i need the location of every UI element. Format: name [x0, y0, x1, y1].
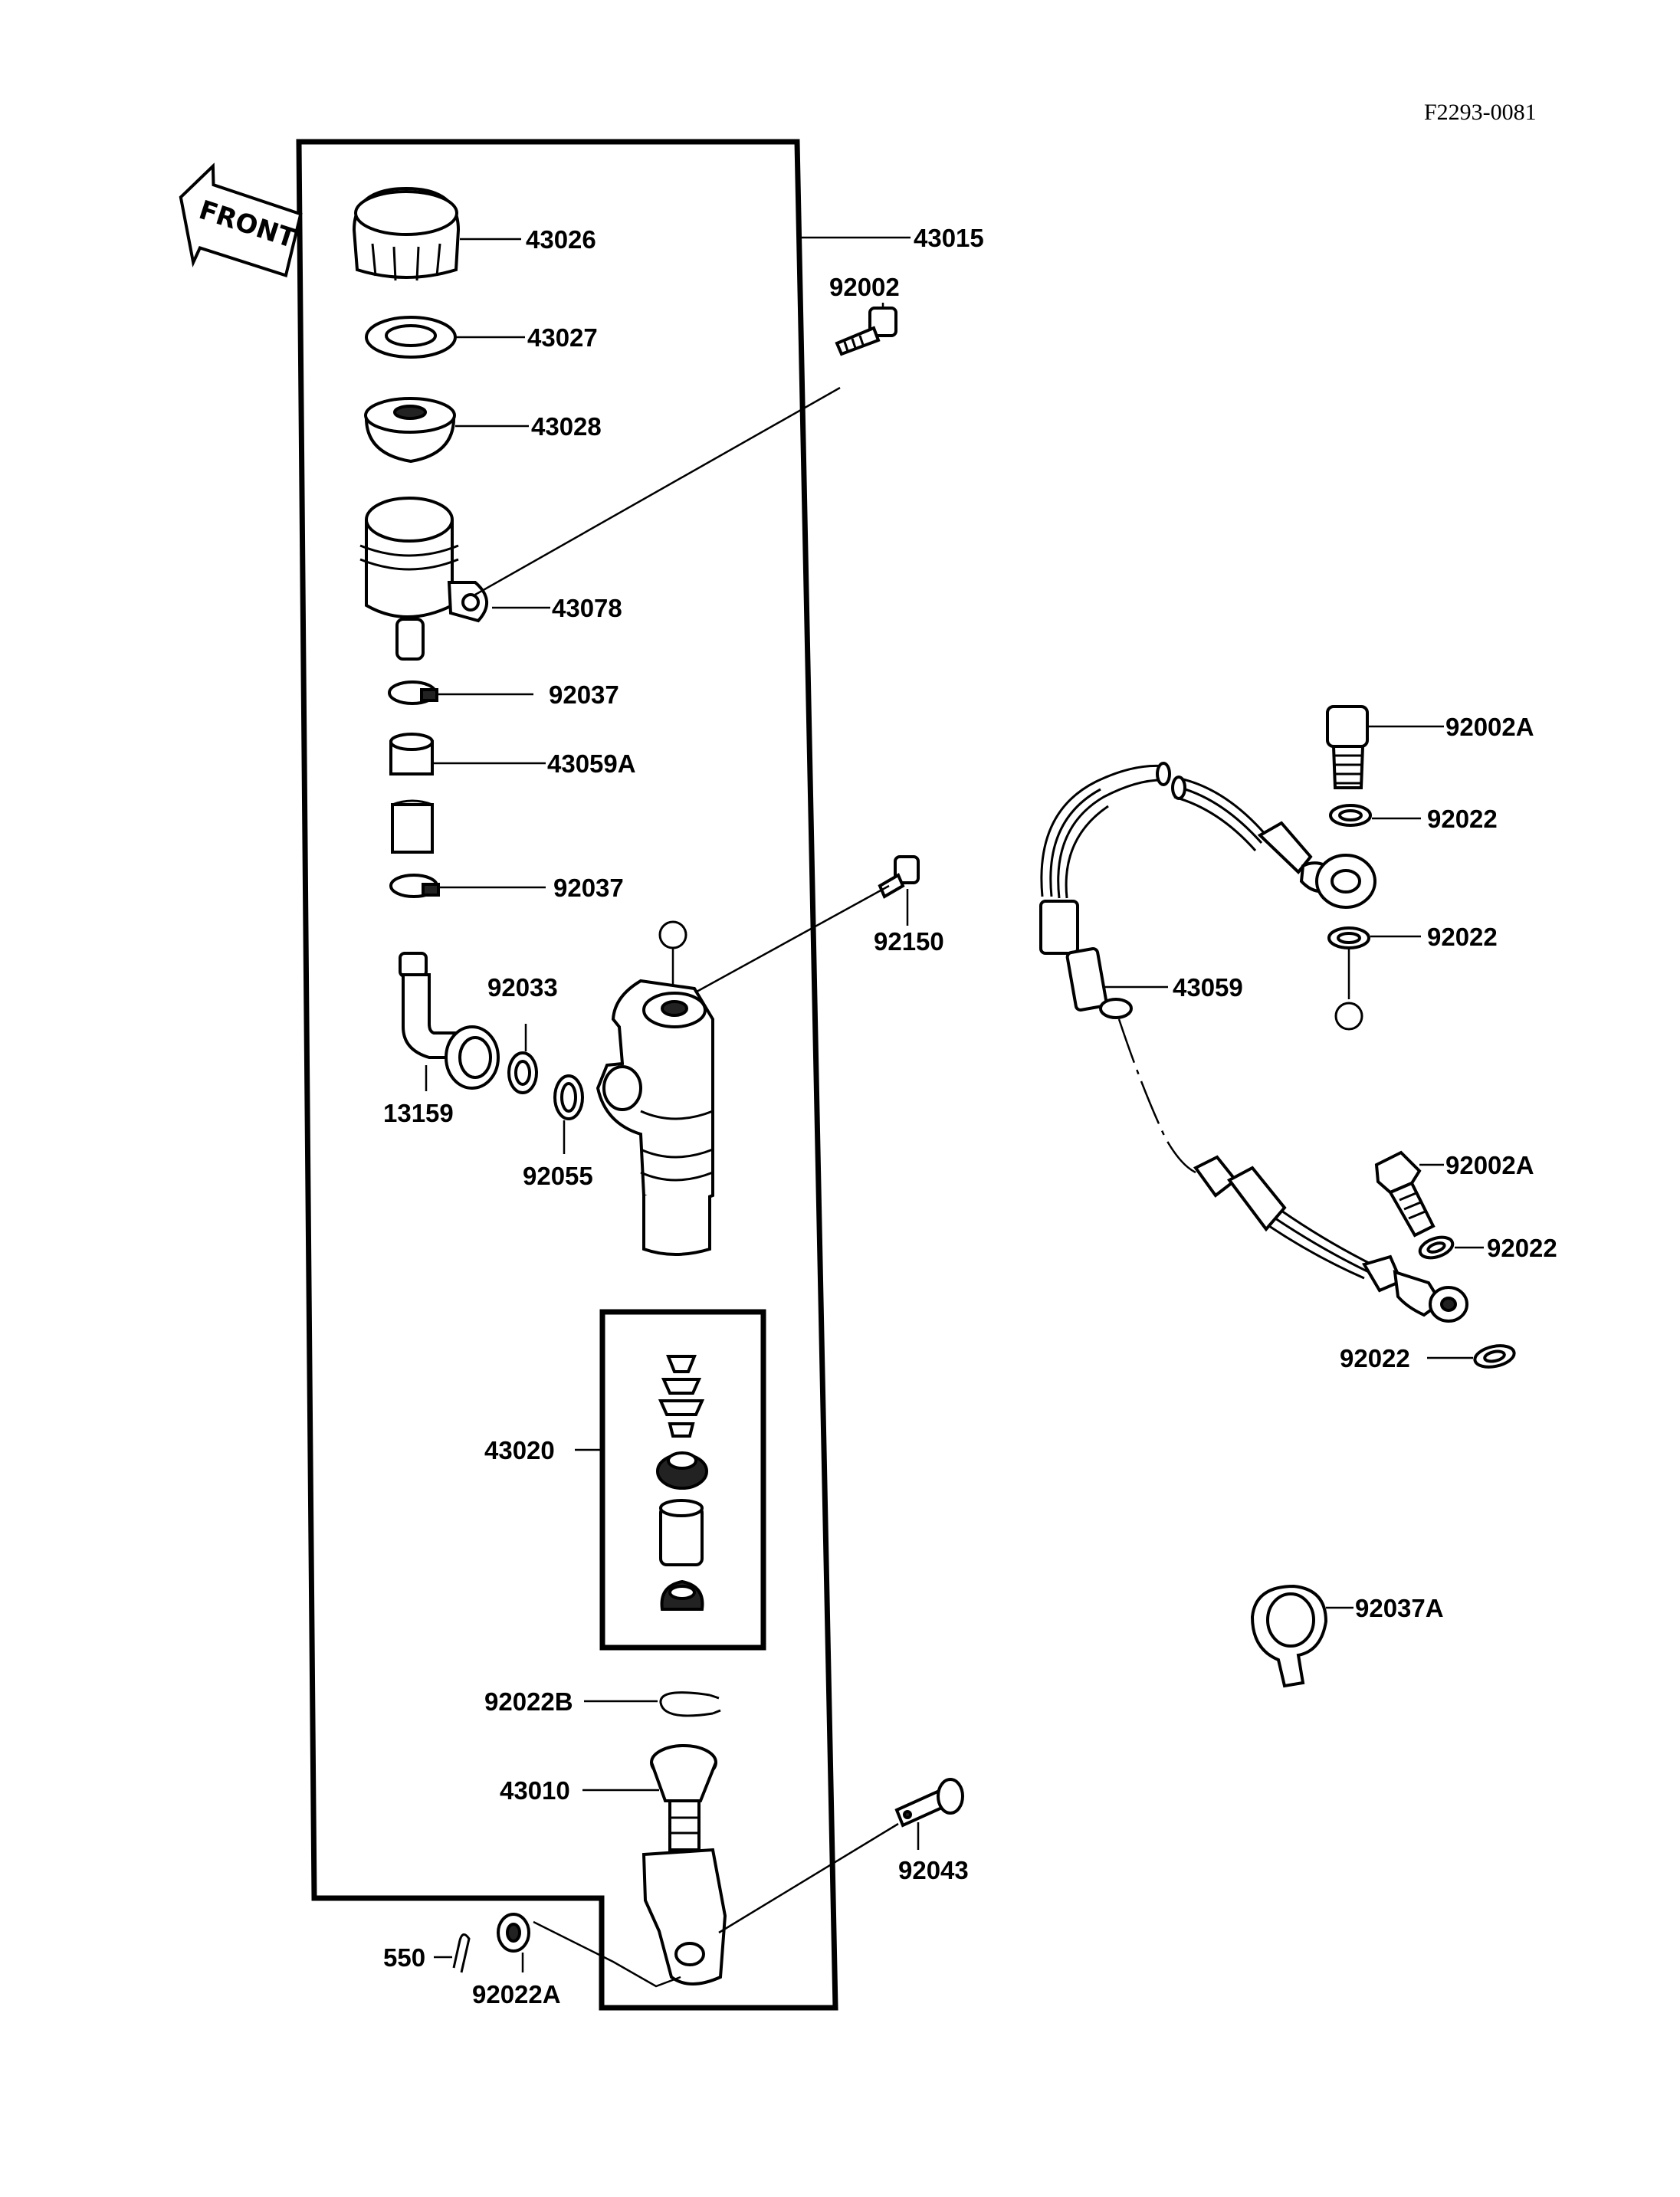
label-92037-bottom: 92037 — [553, 874, 624, 902]
label-43059: 43059 — [1173, 973, 1243, 1002]
label-92022-d: 92022 — [1340, 1344, 1410, 1372]
push-rod-43010 — [641, 1744, 727, 1985]
label-43078: 43078 — [552, 594, 622, 622]
master-cylinder-body — [596, 979, 714, 1256]
diagram-code: F2293-0081 — [1424, 100, 1537, 125]
diaphragm-43028 — [364, 397, 456, 464]
label-92033: 92033 — [487, 973, 558, 1002]
washer-92022-b — [1327, 926, 1370, 949]
banjo-bolt-92002A-top — [1326, 705, 1369, 789]
hose-clamp-92037A — [1250, 1584, 1328, 1688]
cotter-pin-550 — [452, 1933, 471, 1973]
hose-clamp-92037-top — [388, 680, 438, 705]
banjo-bolt-92002A-bottom — [1374, 1150, 1436, 1238]
label-92043: 92043 — [898, 1856, 969, 1884]
label-92022-c: 92022 — [1487, 1234, 1557, 1262]
circlip-92022B — [659, 1691, 721, 1717]
piston-kit-parts — [656, 1355, 708, 1611]
label-92022B: 92022B — [484, 1687, 573, 1716]
washer-92022-a — [1329, 804, 1372, 827]
reservoir-43078 — [359, 497, 489, 661]
label-92002A-bottom: 92002A — [1445, 1151, 1534, 1179]
assembly-outline — [296, 139, 838, 2011]
washer-92033 — [507, 1051, 538, 1094]
label-92002: 92002 — [829, 273, 900, 301]
washer-92022-c — [1418, 1235, 1455, 1260]
label-43027: 43027 — [527, 323, 598, 352]
label-550: 550 — [383, 1943, 425, 1972]
elbow-fitting-13159 — [399, 952, 500, 1090]
screw-92150 — [878, 855, 920, 899]
washer-92022A — [497, 1913, 530, 1953]
label-43059A: 43059A — [547, 749, 636, 778]
washer-92022-d — [1473, 1344, 1516, 1369]
label-43028: 43028 — [531, 412, 602, 441]
reservoir-hose-43059A — [389, 733, 434, 854]
hose-clamp-92037-bottom — [389, 874, 440, 898]
label-43010: 43010 — [500, 1776, 570, 1805]
label-13159: 13159 — [383, 1099, 454, 1127]
reservoir-cap-43026 — [352, 186, 461, 281]
clevis-pin-92043 — [894, 1778, 964, 1828]
label-43015: 43015 — [914, 224, 984, 252]
front-arrow-icon: FRONT — [179, 162, 303, 277]
brake-hose-43059 — [1039, 762, 1468, 1323]
piston-kit-box — [599, 1309, 766, 1651]
label-92022-a: 92022 — [1427, 805, 1498, 833]
ref-a-circle-right — [1334, 1002, 1363, 1031]
label-43026: 43026 — [526, 225, 596, 254]
label-92002A-top: 92002A — [1445, 713, 1534, 741]
label-92022A: 92022A — [472, 1980, 561, 2008]
label-92022-b: 92022 — [1427, 923, 1498, 951]
bolt-92002 — [835, 307, 897, 356]
label-92037-top: 92037 — [549, 680, 619, 709]
diaphragm-plate-43027 — [365, 316, 457, 359]
label-92037A: 92037A — [1355, 1594, 1444, 1622]
ref-a-circle-left — [658, 920, 687, 949]
label-92055: 92055 — [523, 1162, 593, 1190]
label-92150: 92150 — [874, 927, 944, 956]
label-43020: 43020 — [484, 1436, 555, 1464]
